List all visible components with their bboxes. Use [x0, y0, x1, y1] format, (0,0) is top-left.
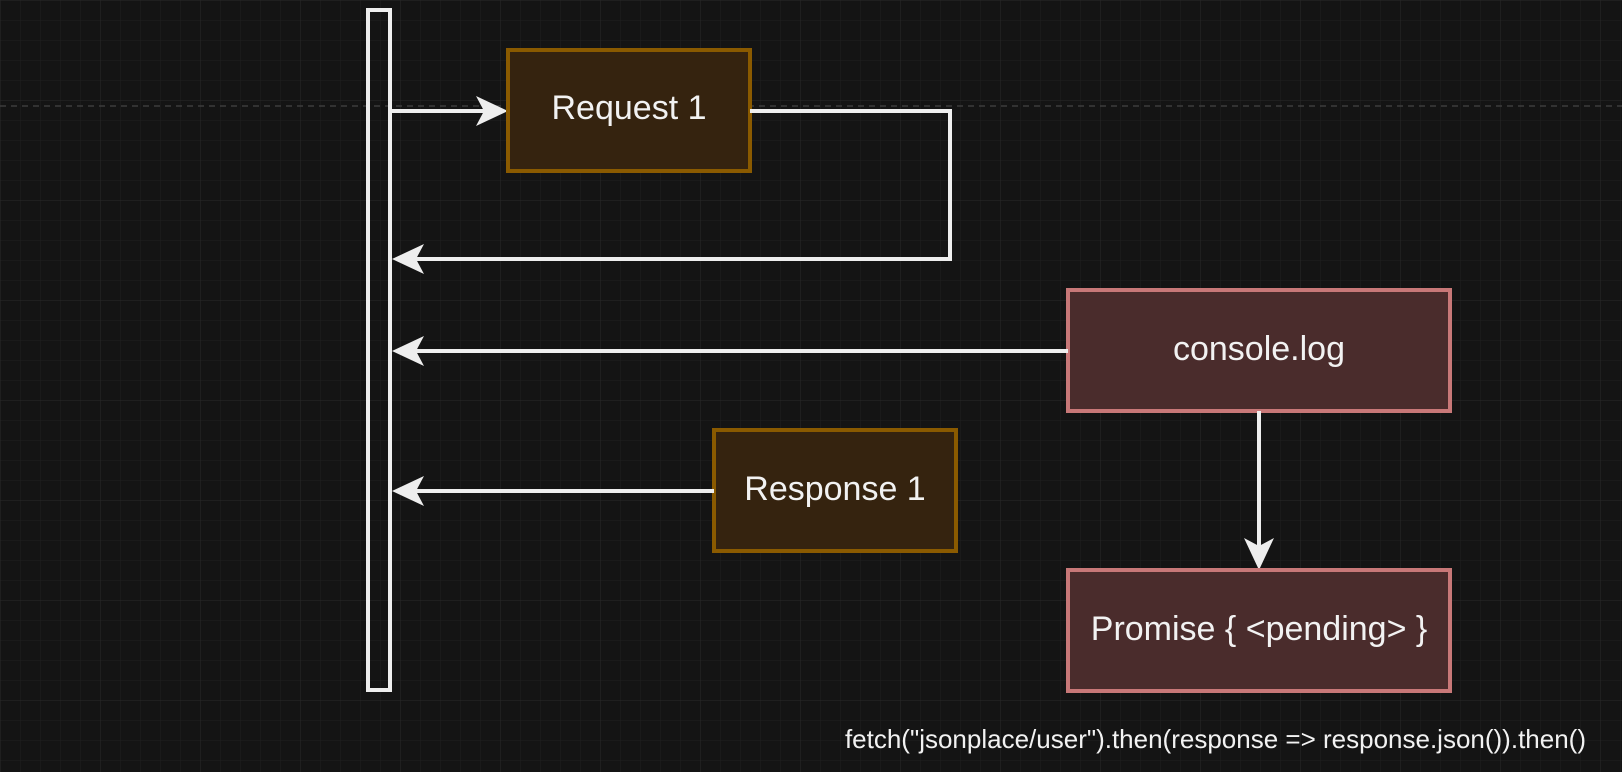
lifeline-bar[interactable] [366, 8, 392, 692]
arrow-to-request[interactable] [390, 96, 508, 126]
arrow-console-to-promise[interactable] [1244, 411, 1274, 570]
promise-node[interactable]: Promise { <pending> } [1066, 568, 1452, 693]
console-log-label: console.log [1173, 330, 1345, 368]
arrow-response-to-lifeline[interactable] [392, 476, 714, 506]
console-log-node[interactable]: console.log [1066, 288, 1452, 413]
arrow-request-loop-back[interactable] [392, 109, 952, 274]
code-caption: fetch("jsonplace/user").then(response =>… [845, 724, 1586, 754]
promise-label: Promise { <pending> } [1091, 610, 1427, 648]
arrow-console-to-lifeline[interactable] [392, 336, 1068, 366]
request-node[interactable]: Request 1 [506, 48, 752, 173]
request-label: Request 1 [552, 89, 707, 127]
response-node[interactable]: Response 1 [712, 428, 958, 553]
response-label: Response 1 [744, 470, 925, 508]
